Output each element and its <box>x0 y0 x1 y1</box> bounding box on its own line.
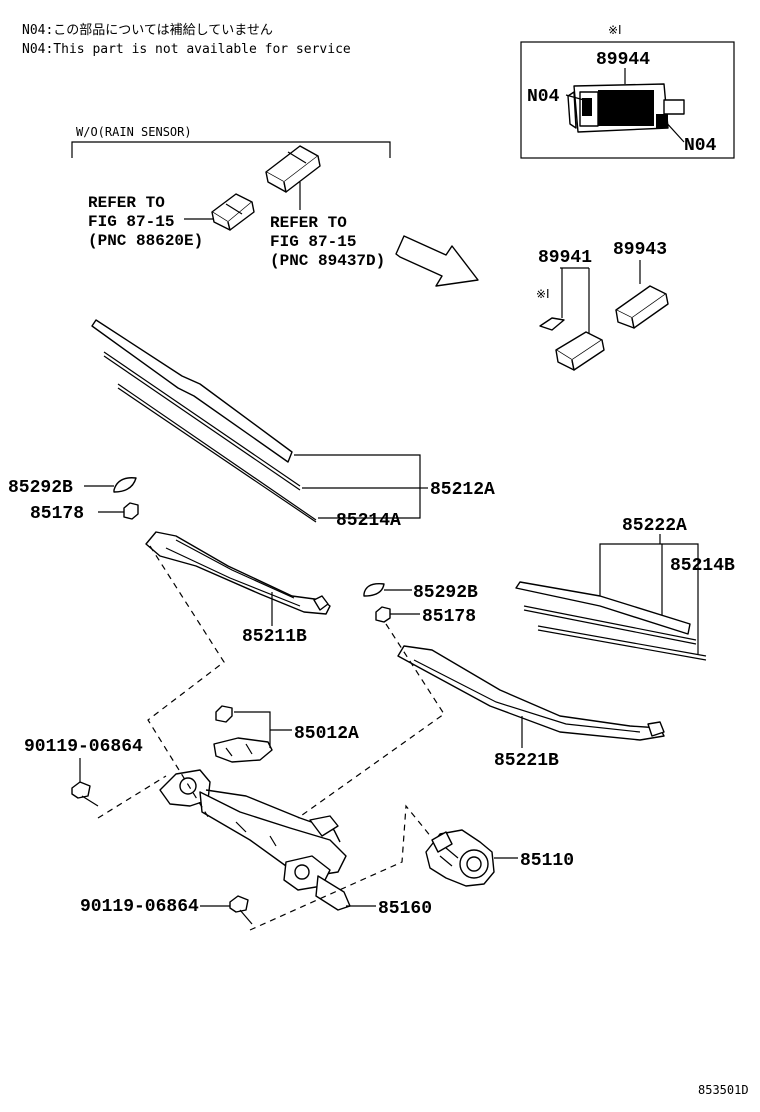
wiper-blade-85212a <box>91 319 317 523</box>
label-90119-top: 90119-06864 <box>24 737 143 757</box>
cap-85292b-right <box>363 583 385 597</box>
direction-arrow <box>395 235 479 287</box>
label-85012a: 85012A <box>294 724 359 744</box>
inset-n04-left: N04 <box>527 87 560 107</box>
leader-85222a-bracket <box>599 543 699 654</box>
dash-left-arm-to-linkage <box>147 545 225 821</box>
ref2-line1: REFER TO <box>270 214 347 232</box>
cap-85292b-left <box>113 477 137 493</box>
note-jp: N04:この部品については補給していません <box>22 23 273 38</box>
nut-85178-right <box>375 606 391 623</box>
dash-bolt-bottom-to-motor <box>249 804 433 931</box>
inset-leader-n04-right <box>663 119 685 143</box>
adapter-88620e <box>211 193 255 231</box>
wiper-linkage-85160 <box>159 769 351 911</box>
bolt-90119-top <box>71 781 99 807</box>
ref2-line2: FIG 87-15 <box>270 233 356 251</box>
label-85178-right: 85178 <box>422 607 476 627</box>
leader-85012a-bracket <box>234 711 271 748</box>
wiper-blade-85222a <box>515 581 707 661</box>
label-85292b-left: 85292B <box>8 478 73 498</box>
adapter-89944-detail <box>567 83 685 133</box>
wiper-arm-85211b <box>145 531 331 615</box>
inset-leader-n04-left <box>565 94 585 101</box>
ref2-line3: (PNC 89437D) <box>270 252 385 270</box>
adapter-89941 <box>555 331 605 371</box>
ref1-line2: FIG 87-15 <box>88 213 174 231</box>
bolt-90119-bottom <box>229 895 253 925</box>
adapter-89437d <box>265 145 321 193</box>
ref1-line1: REFER TO <box>88 194 165 212</box>
inset-part-89944: 89944 <box>596 50 650 70</box>
label-85160: 85160 <box>378 899 432 919</box>
label-85221b: 85221B <box>494 751 559 771</box>
label-mark2: ※Ⅰ <box>536 287 550 301</box>
label-90119-bottom: 90119-06864 <box>80 897 199 917</box>
label-85110: 85110 <box>520 851 574 871</box>
dash-right-arm-to-linkage <box>297 623 445 819</box>
leader-85212a-bracket <box>294 454 421 519</box>
label-85214a: 85214A <box>336 511 401 531</box>
label-85211b: 85211B <box>242 627 307 647</box>
bushing-85012a <box>213 737 273 763</box>
bushing-85012a-nut <box>215 705 233 723</box>
section-bracket <box>71 141 391 158</box>
dash-bolt-top <box>97 775 167 819</box>
label-85178-left: 85178 <box>30 504 84 524</box>
label-85292b-right: 85292B <box>413 583 478 603</box>
section-label: W/O(RAIN SENSOR) <box>76 125 192 139</box>
wiper-arm-85221b <box>397 645 665 741</box>
label-89941: 89941 <box>538 248 592 268</box>
label-85222a: 85222A <box>622 516 687 536</box>
inset-n04-right: N04 <box>684 136 717 156</box>
inset-mark: ※Ⅰ <box>608 23 622 37</box>
adapter-89943 <box>615 285 669 329</box>
ref1-line3: (PNC 88620E) <box>88 232 203 250</box>
inset-box <box>520 41 735 159</box>
label-85214b: 85214B <box>670 556 735 576</box>
nut-85178-left <box>123 502 139 520</box>
pad-89941 <box>539 317 565 331</box>
label-85212a: 85212A <box>430 480 495 500</box>
note-en: N04:This part is not available for servi… <box>22 42 351 57</box>
figure-id: 853501D <box>698 1083 749 1097</box>
wiper-motor-85110 <box>425 829 495 887</box>
label-89943: 89943 <box>613 240 667 260</box>
